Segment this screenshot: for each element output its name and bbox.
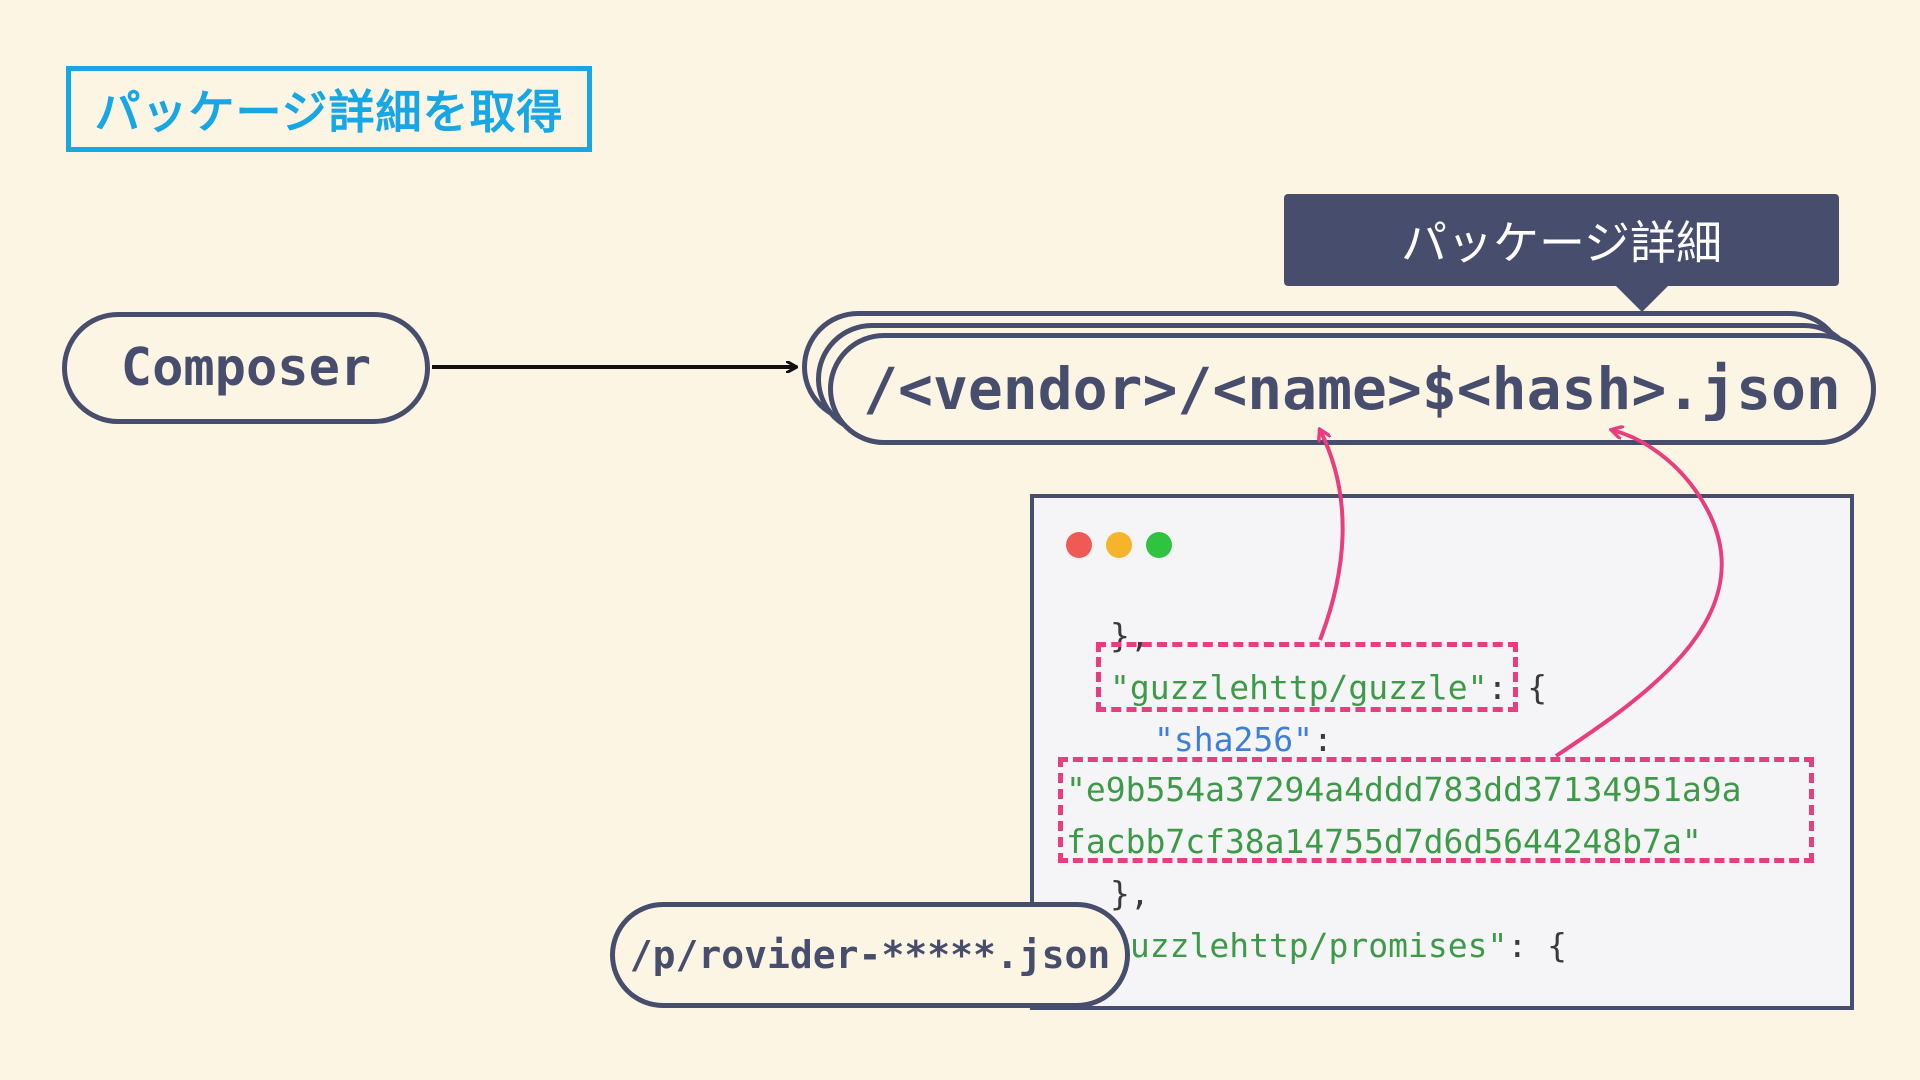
provider-file-node: /p/rovider-*****.json: [610, 902, 1130, 1008]
package-promises-suffix: : {: [1507, 926, 1567, 965]
code-line-package-promises: guzzlehttp/promises": {: [1110, 926, 1567, 965]
window-maximize-dot: [1146, 532, 1172, 558]
package-details-tooltip: パッケージ詳細: [1284, 194, 1839, 286]
arrow-package-to-name: [1320, 430, 1345, 641]
tooltip-tail: [1614, 284, 1670, 312]
endpoint-path-node: /<vendor>/<name>$<hash>.json: [828, 333, 1876, 445]
arrow-hash-to-hash: [1554, 430, 1724, 758]
window-minimize-dot: [1106, 532, 1132, 558]
code-line-close-brace: },: [1110, 616, 1150, 655]
page-title: パッケージ詳細を取得: [66, 66, 592, 152]
package-guzzle-suffix: : {: [1487, 668, 1548, 707]
hash-value-line-2: facbb7cf38a14755d7d6d5644248b7a": [1066, 822, 1702, 861]
code-line-sha-key: "sha256":: [1154, 720, 1333, 759]
hash-value-line-1: "e9b554a37294a4ddd783dd37134951a9a: [1066, 770, 1742, 809]
sha256-key-suffix: :: [1312, 720, 1333, 759]
code-window: }, "guzzlehttp/guzzle": { "sha256": "e9b…: [1030, 494, 1854, 1010]
code-line-package-guzzle: "guzzlehttp/guzzle": {: [1110, 668, 1547, 707]
window-close-dot: [1066, 532, 1092, 558]
package-name-guzzle: "guzzlehttp/guzzle": [1110, 668, 1488, 707]
package-name-highlight: [1096, 642, 1518, 712]
sha256-key: "sha256": [1154, 720, 1313, 759]
code-line-close-brace-2: },: [1110, 874, 1150, 913]
hash-highlight: [1058, 757, 1814, 863]
composer-node: Composer: [62, 312, 430, 424]
package-name-promises: guzzlehttp/promises": [1110, 926, 1508, 965]
